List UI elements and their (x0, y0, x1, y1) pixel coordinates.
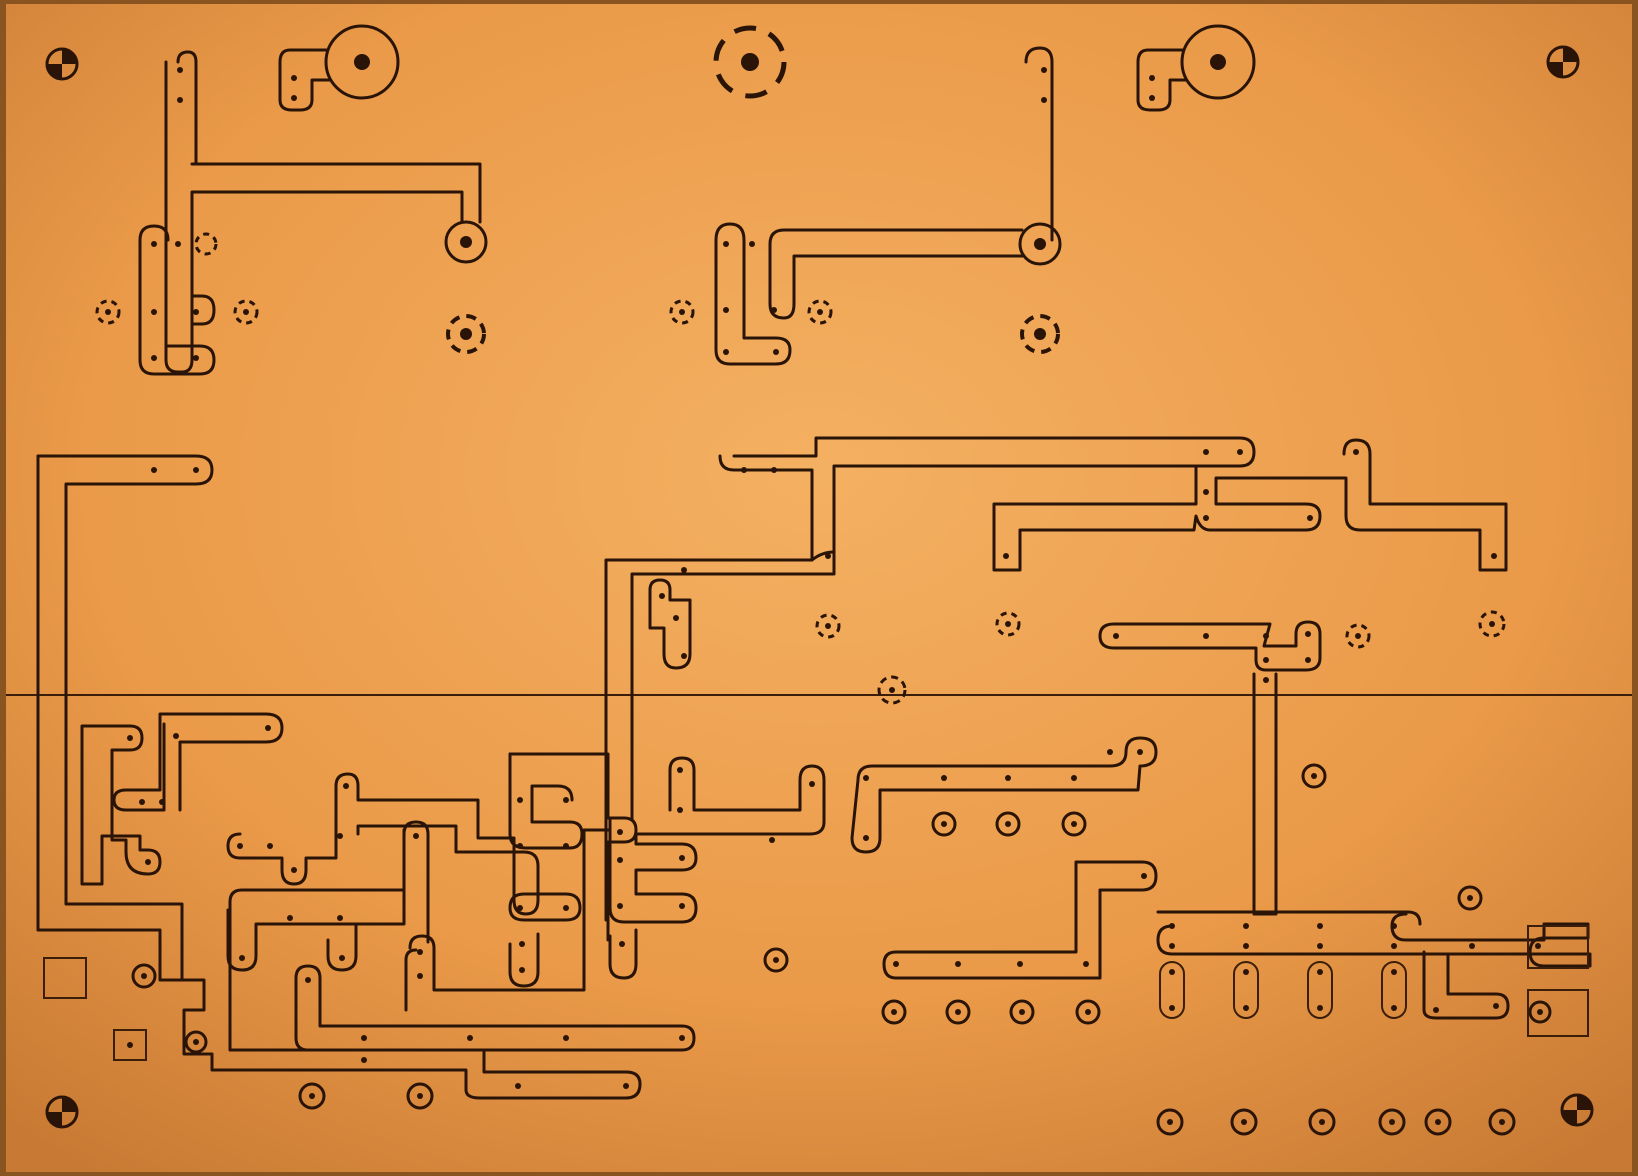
fiducial-top-left (45, 47, 79, 81)
fiducial-bottom-right (1560, 1093, 1594, 1127)
trace-group-lower-left (80, 712, 540, 972)
via-row-middle (815, 610, 1506, 705)
mounting-hole-top-center (713, 25, 787, 99)
square-pads (43, 957, 147, 1061)
trace-group-upper-right (604, 436, 1508, 922)
trace-left-long (36, 454, 642, 1100)
trace-group-right-bottom (1156, 910, 1592, 1037)
trace-group-center-lower (294, 752, 696, 1063)
trace-group-upper-left (138, 50, 488, 376)
trace-group-connector-block (608, 756, 826, 980)
fiducial-top-right (1546, 45, 1580, 79)
fiducial-bottom-left (45, 1095, 79, 1129)
trace-group-upper-middle (714, 46, 1062, 366)
trace-group-right-middle (1098, 620, 1322, 916)
mounting-pad-top-left (278, 24, 400, 112)
mounting-pad-top-right (1136, 24, 1256, 112)
via-row-upper (95, 299, 1060, 354)
round-pads (131, 763, 1516, 1136)
trace-group-mid-right-lower (850, 736, 1158, 980)
vertical-pad-row (1159, 961, 1407, 1019)
copper-surface (6, 4, 1632, 1172)
